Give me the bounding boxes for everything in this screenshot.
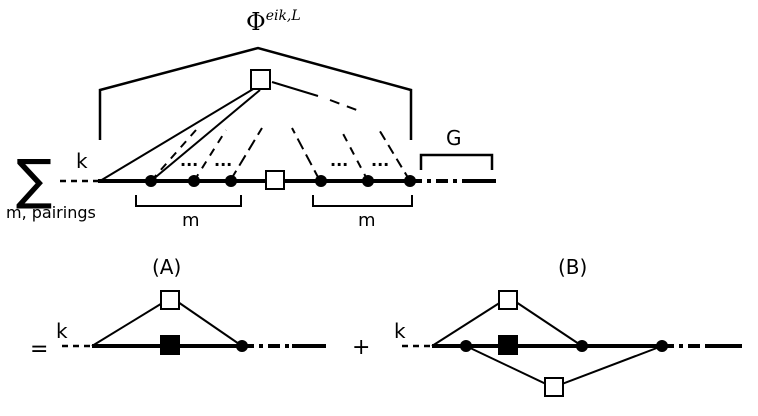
vertex xyxy=(315,175,327,187)
vertex xyxy=(225,175,237,187)
dots-right-2: ... xyxy=(371,151,389,170)
panel-a-k-label: k xyxy=(56,319,68,343)
eikonal-line-2 xyxy=(150,89,261,182)
pairing-line-3 xyxy=(229,127,263,182)
m-bracket-right xyxy=(312,195,413,207)
panel-a-label: (A) xyxy=(152,255,181,279)
pairing-line-4 xyxy=(291,127,321,182)
panel-b-vertex xyxy=(576,340,588,352)
propagator-box-middle xyxy=(265,170,285,190)
vertex xyxy=(362,175,374,187)
eikonal-line-right-dash xyxy=(329,99,363,113)
vertex xyxy=(188,175,200,187)
panel-b-lower-right xyxy=(561,345,663,385)
equals-sign: = xyxy=(30,337,48,362)
g-bracket xyxy=(419,153,494,170)
panel-a-open-box xyxy=(160,290,180,310)
pairing-line-1 xyxy=(150,129,197,182)
vertex xyxy=(145,175,157,187)
sum-symbol: ∑ xyxy=(16,148,52,211)
panel-b-upper-left xyxy=(431,301,502,347)
panel-b-vertex xyxy=(460,340,472,352)
panel-b-vertex xyxy=(656,340,668,352)
m-label-left: m xyxy=(182,210,200,231)
pairing-line-2 xyxy=(193,129,227,182)
pairing-line-6 xyxy=(377,127,411,182)
eikonal-box-top xyxy=(250,69,271,90)
k-label: k xyxy=(76,149,88,173)
eikonal-line-right-solid xyxy=(271,81,319,97)
pairing-line-5 xyxy=(339,127,369,182)
panel-b: (B) + k xyxy=(352,255,742,397)
panel-b-filled-box xyxy=(498,335,518,355)
phi-label: Φeik,L xyxy=(246,8,301,36)
panel-b-upper-right xyxy=(515,301,583,347)
panel-a-filled-box xyxy=(160,335,180,355)
panel-b-open-box-bottom xyxy=(544,377,564,397)
panel-a-vertex xyxy=(236,340,248,352)
panel-b-k-label: k xyxy=(394,319,406,343)
eikonal-line-1 xyxy=(99,87,256,182)
panel-b-lower-left xyxy=(465,345,547,385)
dots-left-2: ... xyxy=(214,151,232,170)
m-bracket-left xyxy=(135,195,242,207)
vertex xyxy=(404,175,416,187)
panel-b-label: (B) xyxy=(558,255,587,279)
top-diagram: Φeik,L G ∑ m, pairings k ... ... xyxy=(6,8,496,231)
g-label: G xyxy=(446,126,462,150)
dots-right-1: ... xyxy=(330,151,348,170)
panel-a: (A) = k xyxy=(30,255,326,362)
phi-bracket xyxy=(98,46,413,140)
sum-subscript: m, pairings xyxy=(6,203,96,222)
panel-b-open-box-top xyxy=(498,290,518,310)
m-label-right: m xyxy=(358,210,376,231)
dots-left-1: ... xyxy=(180,151,198,170)
panel-a-eik-right xyxy=(177,301,243,347)
panel-a-eik-left xyxy=(91,301,165,347)
plus-sign: + xyxy=(352,335,370,360)
